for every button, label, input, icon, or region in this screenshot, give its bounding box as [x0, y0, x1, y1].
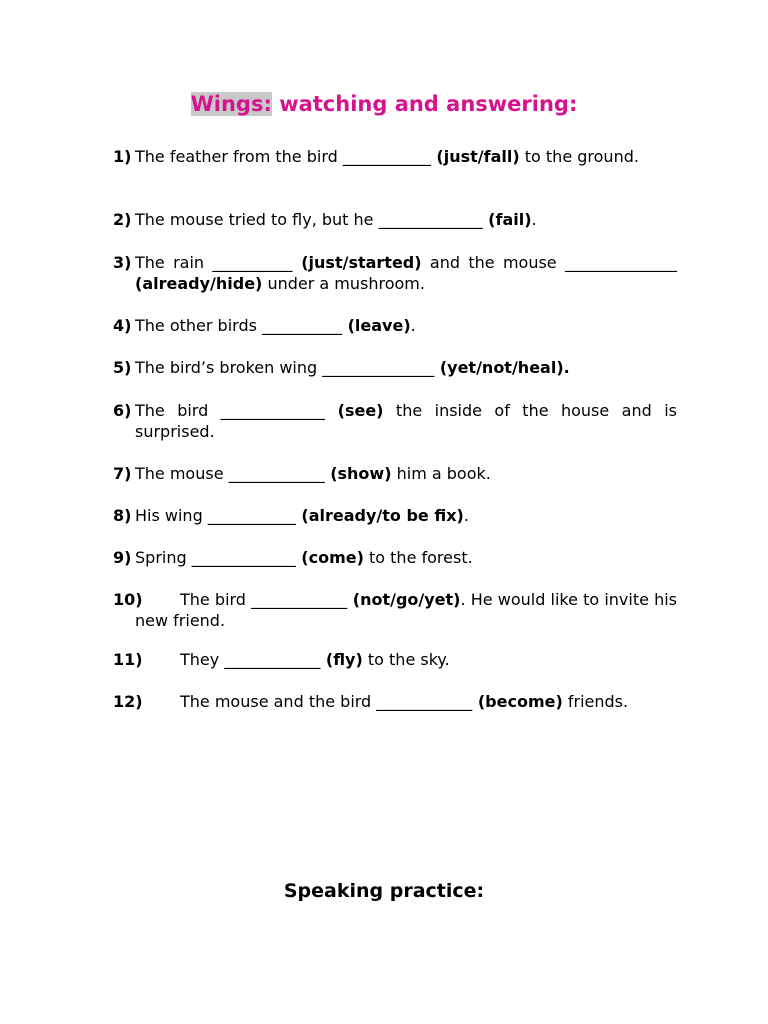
- question-item: 7)The mouse ____________ (show) him a bo…: [113, 463, 677, 484]
- sentence-fragment: They: [180, 650, 225, 669]
- question-number: 12): [113, 692, 143, 711]
- verb-hint: (not/go/yet): [347, 590, 461, 609]
- speaking-practice-heading: Speaking practice:: [283, 880, 485, 902]
- answer-blank: _____________: [191, 548, 296, 567]
- sentence-fragment: under a mushroom.: [262, 274, 425, 293]
- sentence-fragment: to the forest.: [363, 548, 473, 567]
- sentence-fragment: to the ground.: [519, 147, 639, 166]
- sentence-fragment: The mouse and the bird: [180, 692, 377, 711]
- question-item: 6)The bird _____________ (see) the insid…: [113, 400, 677, 442]
- title-highlight: Wings:: [190, 92, 272, 116]
- question-text: The bird ____________ (not/go/yet). He w…: [135, 589, 677, 631]
- answer-blank: ___________: [207, 506, 296, 525]
- question-item: 8)His wing ___________ (already/to be fi…: [113, 505, 677, 526]
- question-text: The mouse and the bird ____________ (bec…: [135, 691, 677, 712]
- question-number: 2): [113, 210, 132, 229]
- answer-blank: _____________: [220, 401, 325, 420]
- verb-hint: (already/to be fix): [295, 506, 464, 525]
- verb-hint: (already/hide): [135, 274, 263, 293]
- question-text: His wing ___________ (already/to be fix)…: [135, 505, 677, 526]
- question-item: 11)They ____________ (fly) to the sky.: [113, 649, 677, 670]
- question-number: 4): [113, 316, 132, 335]
- question-number: 5): [113, 358, 132, 377]
- question-number: 7): [113, 464, 132, 483]
- question-item: 12)The mouse and the bird ____________ (…: [113, 691, 677, 712]
- question-number: 1): [113, 147, 132, 166]
- answer-blank: ___________: [342, 147, 431, 166]
- sentence-fragment: His wing: [135, 506, 208, 525]
- verb-hint: (show): [324, 464, 392, 483]
- question-item: 10)The bird ____________ (not/go/yet). H…: [113, 589, 677, 631]
- sentence-fragment: The bird: [135, 401, 221, 420]
- answer-blank: ______________: [565, 253, 677, 272]
- question-number: 10): [113, 590, 143, 609]
- answer-blank: _____________: [378, 210, 483, 229]
- sentence-fragment: . He would like to invite his new friend…: [135, 590, 678, 630]
- verb-hint: (see): [324, 401, 384, 420]
- verb-hint: (just/started): [292, 253, 422, 272]
- sentence-fragment: The mouse tried to fly, but he: [135, 210, 379, 229]
- sentence-fragment: the inside of the house and is surprised…: [135, 401, 678, 441]
- question-text: The mouse ____________ (show) him a book…: [135, 463, 677, 484]
- question-number: 9): [113, 548, 132, 567]
- verb-hint: (come): [295, 548, 364, 567]
- question-number: 6): [113, 401, 132, 420]
- question-item: 2)The mouse tried to fly, but he _______…: [113, 209, 677, 230]
- question-number: 8): [113, 506, 132, 525]
- sentence-fragment: him a book.: [391, 464, 491, 483]
- question-item: 9)Spring _____________ (come) to the for…: [113, 547, 677, 568]
- verb-hint: (become): [472, 692, 563, 711]
- sentence-fragment: Spring: [135, 548, 192, 567]
- question-number: 3): [113, 253, 132, 272]
- question-item: 3)The rain __________ (just/started) and…: [113, 252, 677, 294]
- answer-blank: ____________: [376, 692, 473, 711]
- sentence-fragment: The mouse: [135, 464, 229, 483]
- sentence-fragment: The other birds: [135, 316, 263, 335]
- answer-blank: ______________: [322, 358, 435, 377]
- question-text: The mouse tried to fly, but he _________…: [135, 209, 677, 230]
- question-item: 5)The bird’s broken wing ______________ …: [113, 357, 677, 378]
- verb-hint: (just/fall): [430, 147, 520, 166]
- verb-hint: (fly): [320, 650, 363, 669]
- sentence-fragment: .: [410, 316, 416, 335]
- verb-hint: (fail): [482, 210, 532, 229]
- sentence-fragment: The rain: [135, 253, 213, 272]
- question-text: The other birds __________ (leave).: [135, 315, 677, 336]
- answer-blank: ____________: [224, 650, 321, 669]
- sentence-fragment: .: [463, 506, 469, 525]
- question-item: 4)The other birds __________ (leave).: [113, 315, 677, 336]
- question-text: The feather from the bird ___________ (j…: [135, 146, 677, 167]
- sentence-fragment: friends.: [562, 692, 629, 711]
- sentence-fragment: The feather from the bird: [135, 147, 343, 166]
- sentence-fragment: The bird’s broken wing: [135, 358, 323, 377]
- title-rest: watching and answering:: [279, 92, 578, 116]
- question-item: 1)The feather from the bird ___________ …: [113, 146, 677, 167]
- verb-hint: (leave): [342, 316, 411, 335]
- question-text: Spring _____________ (come) to the fores…: [135, 547, 677, 568]
- answer-blank: ____________: [228, 464, 325, 483]
- question-text: The bird _____________ (see) the inside …: [135, 400, 677, 442]
- answer-blank: __________: [262, 316, 343, 335]
- worksheet-title: Wings: watching and answering:: [0, 92, 768, 116]
- question-text: The rain __________ (just/started) and t…: [135, 252, 677, 294]
- question-text: They ____________ (fly) to the sky.: [135, 649, 677, 670]
- verb-hint: (yet/not/heal).: [434, 358, 570, 377]
- question-text: The bird’s broken wing ______________ (y…: [135, 357, 677, 378]
- sentence-fragment: .: [531, 210, 537, 229]
- answer-blank: ____________: [251, 590, 348, 609]
- sentence-fragment: The bird: [180, 590, 252, 609]
- question-number: 11): [113, 650, 143, 669]
- sentence-fragment: to the sky.: [362, 650, 450, 669]
- sentence-fragment: and the mouse: [421, 253, 565, 272]
- answer-blank: __________: [212, 253, 293, 272]
